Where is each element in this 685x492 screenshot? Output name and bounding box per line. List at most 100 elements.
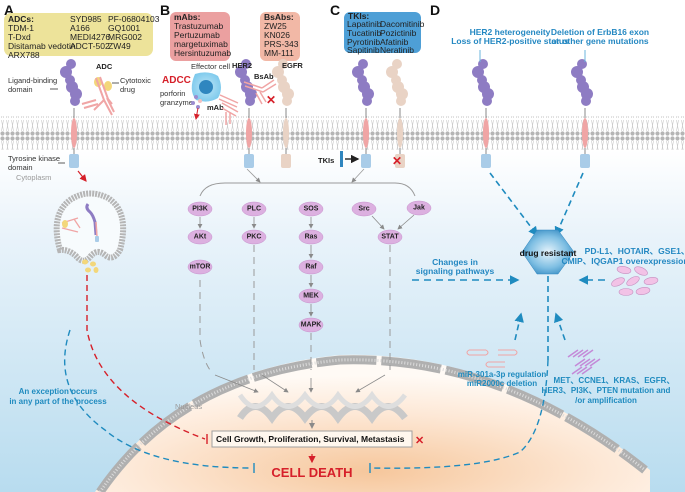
drug-resistant-label: drug resistant — [520, 248, 577, 258]
mab-antibody-icon — [218, 94, 239, 125]
mab-box-title: mAbs: — [174, 12, 201, 22]
adc-drug: ZW49 — [108, 41, 131, 51]
mutation-label: MET、CCNE1、KRAS、EGFR、 — [554, 376, 675, 385]
ligand-binding-label: Ligand-binding — [8, 76, 57, 85]
adc-drug: ARX788 — [8, 50, 40, 60]
cytotoxic-drug-label-2: drug — [120, 85, 135, 94]
bsab-drug: KN026 — [264, 30, 290, 40]
bsab-box-title: BsAbs: — [264, 12, 294, 22]
granule-icon — [191, 95, 202, 109]
adc-antibody-icon — [81, 76, 115, 116]
mab-drug: Pertuzumab — [174, 30, 220, 40]
adc-box-title: ADCs: — [8, 14, 34, 24]
effector-cell-icon — [191, 72, 221, 102]
deletion-to-resistance-arrow — [554, 172, 584, 237]
bsab-drug: MM-111 — [264, 48, 294, 58]
tki-drug: Sapitinib — [347, 45, 380, 55]
pathway-node-raf: Raf — [298, 259, 324, 275]
pathway-node-plc: PLC — [241, 201, 267, 217]
bsab-antibody-icon — [243, 79, 277, 105]
bsab-drug: ZW25 — [264, 21, 287, 31]
mab-drug-box: mAbs: Trastuzumab Pertuzumab margetuxima… — [170, 12, 231, 61]
adc-drug: ADCT-502 — [70, 41, 110, 51]
mutation-to-resistance-arrow — [554, 312, 566, 341]
changes-label: Changes in — [432, 257, 478, 267]
effector-cell-label: Effector cell — [191, 62, 230, 71]
mirna-hairpin-icon — [466, 349, 518, 368]
pathway-node-label: PLC — [247, 206, 261, 213]
adc-drug: T-Dxd — [8, 32, 31, 42]
her2-to-resistance-arrow — [489, 172, 538, 237]
tyrosine-kinase-label-2: domain — [8, 163, 33, 172]
panel-letter-c: C — [330, 2, 340, 18]
tki-to-pathway-arrow — [351, 168, 365, 183]
adc-payload-dashed-line — [86, 275, 206, 440]
internalization-arrow — [77, 170, 87, 182]
mab-drug: Hersintuzumab — [174, 48, 231, 58]
exception-dashed-line-left — [63, 329, 253, 469]
tki-drug: Tucatinib — [347, 28, 381, 38]
adc-drug: TDM-1 — [8, 23, 34, 33]
pathway-node-label: PKC — [247, 234, 262, 241]
adc-label: ADC — [96, 62, 113, 71]
tki-drug: Afatinib — [380, 37, 409, 47]
pathway-node-ras: Ras — [298, 229, 324, 245]
cytotoxic-drug-label: Cytotoxic — [120, 76, 151, 85]
exception-label-2: in any part of the process — [9, 397, 107, 406]
tki-box-title: TKIs: — [348, 11, 369, 21]
stat-dna-arrow — [355, 374, 386, 393]
panel-letter-d: D — [430, 2, 440, 18]
jak-stat-arrow — [397, 214, 415, 230]
pathway-node-label: STAT — [381, 234, 399, 241]
resistance-to-death-line — [371, 359, 549, 469]
outcome-text: Cell Growth, Proliferation, Survival, Me… — [216, 434, 405, 444]
tki-drug: Neratinib — [380, 45, 414, 55]
bsab-drug: PRS-343 — [264, 39, 299, 49]
tki-drug: Dacomitinib — [380, 19, 425, 29]
src-stat-arrow — [371, 215, 385, 230]
adc-drug: MRG002 — [108, 32, 142, 42]
her2-to-pathway-arrow — [246, 168, 261, 183]
her2-loss-label: Loss of HER2-positive status — [451, 36, 569, 46]
granzyme-label: granzyme — [160, 98, 193, 107]
outcome-blocked-x-icon: ✕ — [415, 435, 424, 447]
egfr-receptor-c — [386, 59, 408, 168]
dna-helix-icon — [237, 390, 408, 425]
tki-drug: Pyrotinib — [347, 37, 380, 47]
granzyme-arrow — [193, 107, 200, 120]
her2-label: HER2 — [232, 61, 252, 70]
adcc-label: ADCC — [162, 75, 191, 86]
gene-mutation-label: or other gene mutations — [551, 36, 649, 46]
her2-receptor-a — [60, 59, 82, 168]
her2-receptor-d2 — [571, 59, 593, 168]
nucleus-label: Nucleus — [175, 402, 202, 411]
tkis-label: TKIs — [318, 156, 334, 165]
pathway-node-label: MEK — [303, 293, 319, 300]
tki-drug: Pozictinib — [380, 28, 417, 38]
pathway-node-sos: SOS — [298, 201, 324, 217]
adc-drug: MEDI4276 — [70, 32, 110, 42]
mab-drug: margetuximab — [174, 39, 228, 49]
mutation-label-3: /or amplification — [575, 396, 637, 405]
mutation-label-2: HER3、PI3K、PTEN mutation and — [542, 386, 671, 395]
nuclear-envelope — [96, 355, 648, 492]
her2-receptor-c — [352, 59, 374, 168]
mab-label: mAb — [207, 103, 224, 112]
tyrosine-kinase-label: Tyrosine kinase — [8, 154, 60, 163]
tki-drug: Lapatinib — [347, 19, 382, 29]
mab-drug: Trastuzumab — [174, 21, 224, 31]
pathway-node-mtor: mTOR — [187, 259, 213, 275]
mirna-deletion-label: miR2000c deletion — [467, 379, 537, 388]
lysosome-icon — [53, 190, 126, 273]
pathway-node-label: mTOR — [190, 264, 211, 271]
pathway-node-stat: STAT — [377, 229, 403, 245]
panel-letter-b: B — [160, 2, 170, 18]
mtor-dna-arrow — [214, 374, 259, 393]
mtor-nucleus-line — [199, 280, 211, 371]
pkc-dna-arrow — [261, 374, 289, 393]
signaling-bracket — [199, 182, 416, 197]
cytoplasm-label: Cytoplasm — [16, 173, 51, 182]
